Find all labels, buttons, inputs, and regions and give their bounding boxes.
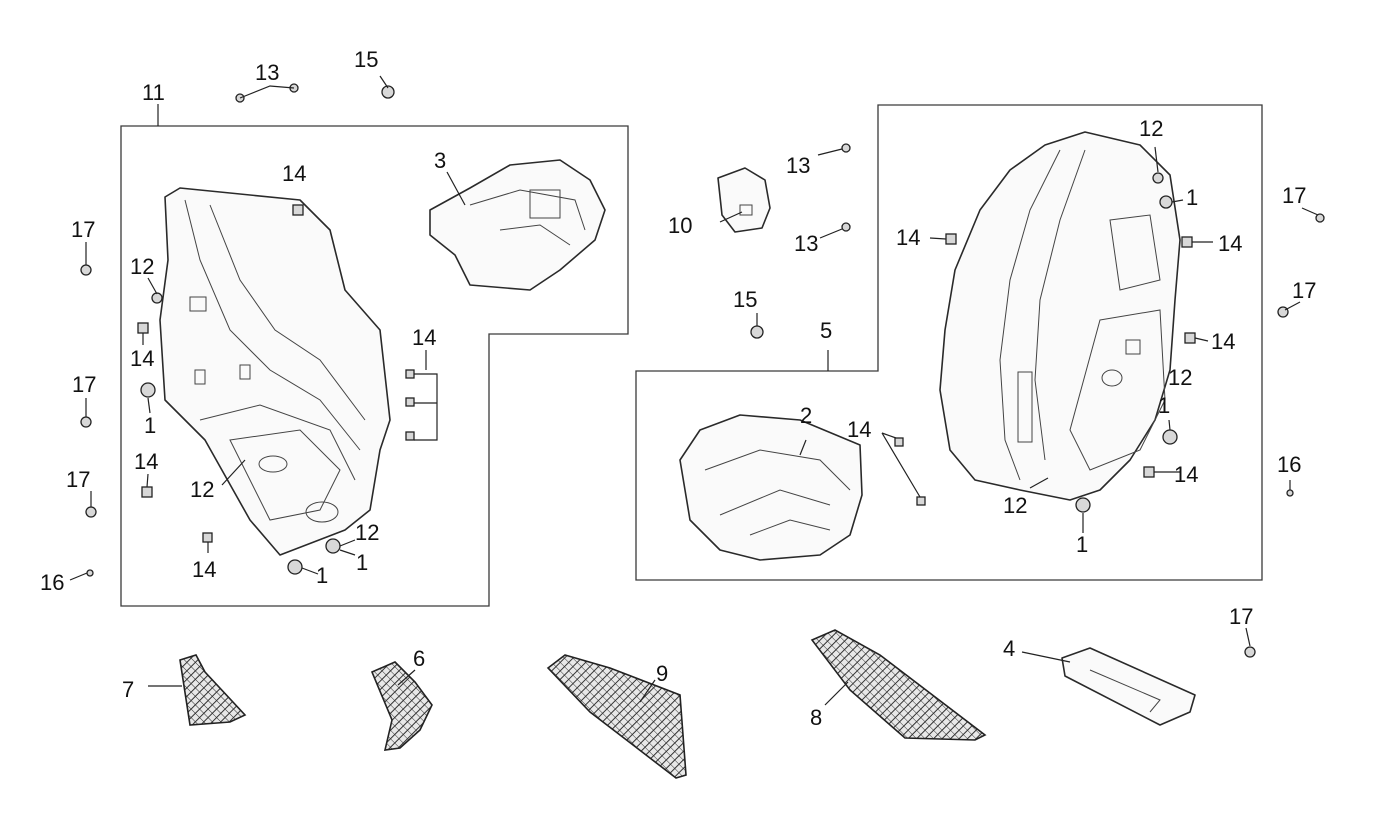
group-5-frame (635, 104, 1263, 581)
label-5: 5 (820, 318, 832, 343)
label-14: 14 (134, 449, 158, 474)
callout-labels: 11 13 15 3 14 17 12 14 14 17 1 14 17 12 … (40, 47, 1316, 730)
label-1: 1 (356, 550, 368, 575)
part-6-mat (370, 661, 433, 751)
group-11-frame (120, 125, 629, 607)
label-1: 1 (1076, 532, 1088, 557)
leader-lines (69, 75, 1319, 706)
label-12: 12 (130, 254, 154, 279)
label-14: 14 (1174, 462, 1198, 487)
label-12: 12 (1139, 116, 1163, 141)
label-13: 13 (255, 60, 279, 85)
label-17: 17 (1229, 604, 1253, 629)
label-14: 14 (1218, 231, 1242, 256)
right-inner-panel (939, 131, 1181, 501)
label-10: 10 (668, 213, 692, 238)
label-17: 17 (66, 467, 90, 492)
label-14: 14 (896, 225, 920, 250)
label-2: 2 (800, 403, 812, 428)
part-4-plate (1061, 647, 1196, 726)
part-10-cover (717, 167, 771, 233)
part-2-duct (679, 414, 863, 561)
label-4: 4 (1003, 636, 1015, 661)
label-11: 11 (142, 80, 165, 105)
part-7-mat (179, 654, 247, 726)
label-6: 6 (413, 646, 425, 671)
label-1: 1 (1186, 185, 1198, 210)
label-17: 17 (1282, 183, 1306, 208)
label-7: 7 (122, 677, 134, 702)
label-13: 13 (794, 231, 818, 256)
label-14: 14 (282, 161, 306, 186)
label-12: 12 (1003, 493, 1027, 518)
label-14: 14 (1211, 329, 1235, 354)
label-17: 17 (72, 372, 96, 397)
label-12: 12 (190, 477, 214, 502)
left-inner-panel (159, 187, 391, 556)
label-1: 1 (1158, 393, 1170, 418)
label-15: 15 (354, 47, 378, 72)
label-3: 3 (434, 148, 446, 173)
label-1: 1 (316, 563, 328, 588)
label-17: 17 (71, 217, 95, 242)
part-3-duct (429, 159, 606, 291)
label-14: 14 (192, 557, 216, 582)
label-16: 16 (40, 570, 64, 595)
label-14: 14 (412, 325, 436, 350)
label-12: 12 (355, 520, 379, 545)
label-9: 9 (656, 661, 668, 686)
label-17: 17 (1292, 278, 1316, 303)
label-14: 14 (130, 346, 154, 371)
label-13: 13 (786, 153, 810, 178)
label-14: 14 (847, 417, 871, 442)
label-16: 16 (1277, 452, 1301, 477)
label-8: 8 (810, 705, 822, 730)
fasteners (80, 83, 1325, 658)
label-1: 1 (144, 413, 156, 438)
part-8-mat (810, 629, 987, 741)
label-12: 12 (1168, 365, 1192, 390)
label-15: 15 (733, 287, 757, 312)
